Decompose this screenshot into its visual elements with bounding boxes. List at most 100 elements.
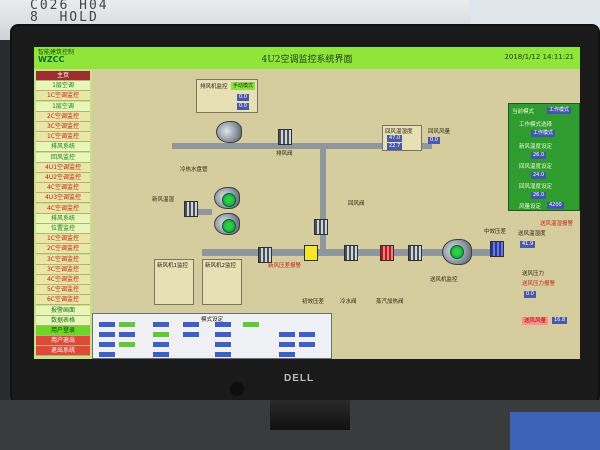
steam-coil[interactable] <box>380 245 394 261</box>
supply-volume-value: 16.8 <box>552 317 568 324</box>
mode-cell[interactable] <box>183 322 199 327</box>
mode-cell[interactable] <box>99 342 115 347</box>
supply-temp-alarm: 送风温湿报警 <box>540 221 574 227</box>
mode-cell[interactable] <box>153 342 169 347</box>
sidebar-item[interactable]: 4C空调监控 <box>36 183 90 194</box>
sidebar-item[interactable]: 4U1空调监控 <box>36 162 90 173</box>
monitor-brand: DELL <box>284 373 315 384</box>
datetime-display: 2018/1/12 14:11:21 <box>504 53 574 61</box>
sidebar-item[interactable]: 5C空调监控 <box>36 285 90 296</box>
mode-cell[interactable] <box>119 332 135 337</box>
mode-info-panel: 当前模式 工作模式 工作模式选择 工作模式 新风温度设定 26.0 回风温度设定… <box>508 103 580 211</box>
mode-cell[interactable] <box>153 332 169 337</box>
cooling-coil-label: 冷热水盘管 <box>180 167 208 173</box>
supply-pressure-label: 送风压力 <box>522 271 545 277</box>
sidebar-item[interactable]: 1C空调监控 <box>36 91 90 102</box>
supply-temp-label: 送风温湿度 <box>518 231 546 237</box>
exhaust-duct <box>172 143 432 149</box>
sidebar-item[interactable]: 1C空调监控 <box>36 132 90 143</box>
sidebar-item[interactable]: 主页 <box>36 71 90 81</box>
sidebar-item[interactable]: 3C空调监控 <box>36 264 90 275</box>
mode-cell[interactable] <box>153 352 169 357</box>
app-logo: 智能建筑控制 WZCC <box>38 49 75 64</box>
cold-water-coil[interactable] <box>344 245 358 261</box>
fresh-pressure-alarm: 新风压差报警 <box>268 263 302 269</box>
sidebar-item[interactable]: 数据表格 <box>36 315 90 326</box>
yellow-filter[interactable] <box>304 245 318 261</box>
sidebar-item[interactable]: 排风系统 <box>36 213 90 224</box>
fresh-fan-1-box: 新风机1监控 <box>154 259 194 305</box>
mode-cell[interactable] <box>183 332 199 337</box>
sidebar-item[interactable]: 排风系统 <box>36 142 90 153</box>
return-volume-value: 0.0 <box>428 137 440 144</box>
mode-cell[interactable] <box>279 332 295 337</box>
sidebar-item[interactable]: 1C空调监控 <box>36 234 90 245</box>
supply-volume-badge: 送风风量 <box>522 317 549 325</box>
sidebar-item[interactable]: 6C空调监控 <box>36 295 90 306</box>
sidebar-item[interactable]: 报警画面 <box>36 305 90 316</box>
volume-input[interactable]: 4200 <box>547 202 564 209</box>
sidebar-item[interactable]: 退出系统 <box>36 346 90 357</box>
mode-cell[interactable] <box>215 342 231 347</box>
mode-cell[interactable] <box>279 352 295 357</box>
return-vertical-duct <box>320 149 326 249</box>
exhaust-fan[interactable] <box>216 121 242 143</box>
sidebar-item[interactable]: 位置监控 <box>36 224 90 234</box>
mode-cell[interactable] <box>119 342 135 347</box>
supply-temp-value: 41.9 <box>520 241 536 248</box>
sidebar-item[interactable]: 回风监控 <box>36 152 90 163</box>
mode-cell[interactable] <box>215 332 231 337</box>
fresh-fan-1-wheel <box>222 193 236 207</box>
return-humid-input[interactable]: 26.0 <box>531 192 547 199</box>
sidebar-item[interactable]: 3C空调监控 <box>36 122 90 132</box>
work-mode-select[interactable]: 工作模式 <box>531 130 556 137</box>
fresh-fan-2-wheel <box>222 219 236 233</box>
mode-cell[interactable] <box>299 332 315 337</box>
top-bar: 智能建筑控制 WZCC 4U2空调监控系统界面 2018/1/12 14:11:… <box>34 47 580 69</box>
sidebar-item[interactable]: 2C空调监控 <box>36 111 90 122</box>
mode-cell[interactable] <box>119 322 135 327</box>
hvac-screen: 智能建筑控制 WZCC 4U2空调监控系统界面 2018/1/12 14:11:… <box>34 47 580 359</box>
sidebar-item[interactable]: 1层空调 <box>36 81 90 92</box>
return-temp-input[interactable]: 24.0 <box>531 172 547 179</box>
cold-water-label: 冷水阀 <box>340 299 357 305</box>
supply-fan-wheel <box>450 245 464 259</box>
mode-cell[interactable] <box>99 352 115 357</box>
sidebar-item[interactable]: 3C空调监控 <box>36 254 90 265</box>
supply-pressure-alarm: 送风压力报警 <box>522 281 556 287</box>
fresh-fan-2-box: 新风机2监控 <box>202 259 242 305</box>
sidebar-item[interactable]: 4C空调监控 <box>36 203 90 214</box>
fresh-damper[interactable] <box>258 247 272 263</box>
mode-cell[interactable] <box>215 352 231 357</box>
sidebar-item[interactable]: 4U3空调监控 <box>36 193 90 204</box>
mode-settings-panel: 模式设定 <box>92 313 332 359</box>
sidebar-item[interactable]: 2C空调监控 <box>36 244 90 255</box>
sidebar-item[interactable]: 用户退出 <box>36 336 90 347</box>
medium-pressure-label: 中效压差 <box>484 229 507 235</box>
mode-cell[interactable] <box>153 322 169 327</box>
fresh-air-filter[interactable] <box>184 201 198 217</box>
sidebar-item[interactable]: 用户登录 <box>36 326 90 336</box>
mode-cell[interactable] <box>99 322 115 327</box>
exhaust-damper[interactable] <box>278 129 292 145</box>
supply-damper[interactable] <box>490 241 504 257</box>
medium-filter[interactable] <box>408 245 422 261</box>
return-damper-label: 回风阀 <box>348 201 365 207</box>
return-damper[interactable] <box>314 219 328 235</box>
mode-cell[interactable] <box>215 322 231 327</box>
fresh-duct <box>192 209 212 215</box>
mode-cell[interactable] <box>243 322 259 327</box>
supply-fan-label: 送风机监控 <box>430 277 458 283</box>
mode-cell[interactable] <box>99 332 115 337</box>
mode-cell[interactable] <box>279 342 295 347</box>
exhaust-damper-label: 排风阀 <box>276 151 293 157</box>
sidebar-item[interactable]: 4C空调监控 <box>36 275 90 285</box>
mode-cell[interactable] <box>299 342 315 347</box>
room-sign: C026 H04 8 HOLD <box>30 0 109 25</box>
hvac-diagram: 排风机监控 手动模式 0.0 0.0 排风阀 回风温湿度 47.0 22.7 回… <box>92 69 580 359</box>
sidebar-item[interactable]: 1层空调 <box>36 101 90 112</box>
sidebar-item[interactable]: 4U2空调监控 <box>36 173 90 183</box>
fresh-temp-input[interactable]: 26.0 <box>531 152 547 159</box>
exhaust-fan-box[interactable]: 排风机监控 手动模式 0.0 0.0 <box>196 79 258 113</box>
